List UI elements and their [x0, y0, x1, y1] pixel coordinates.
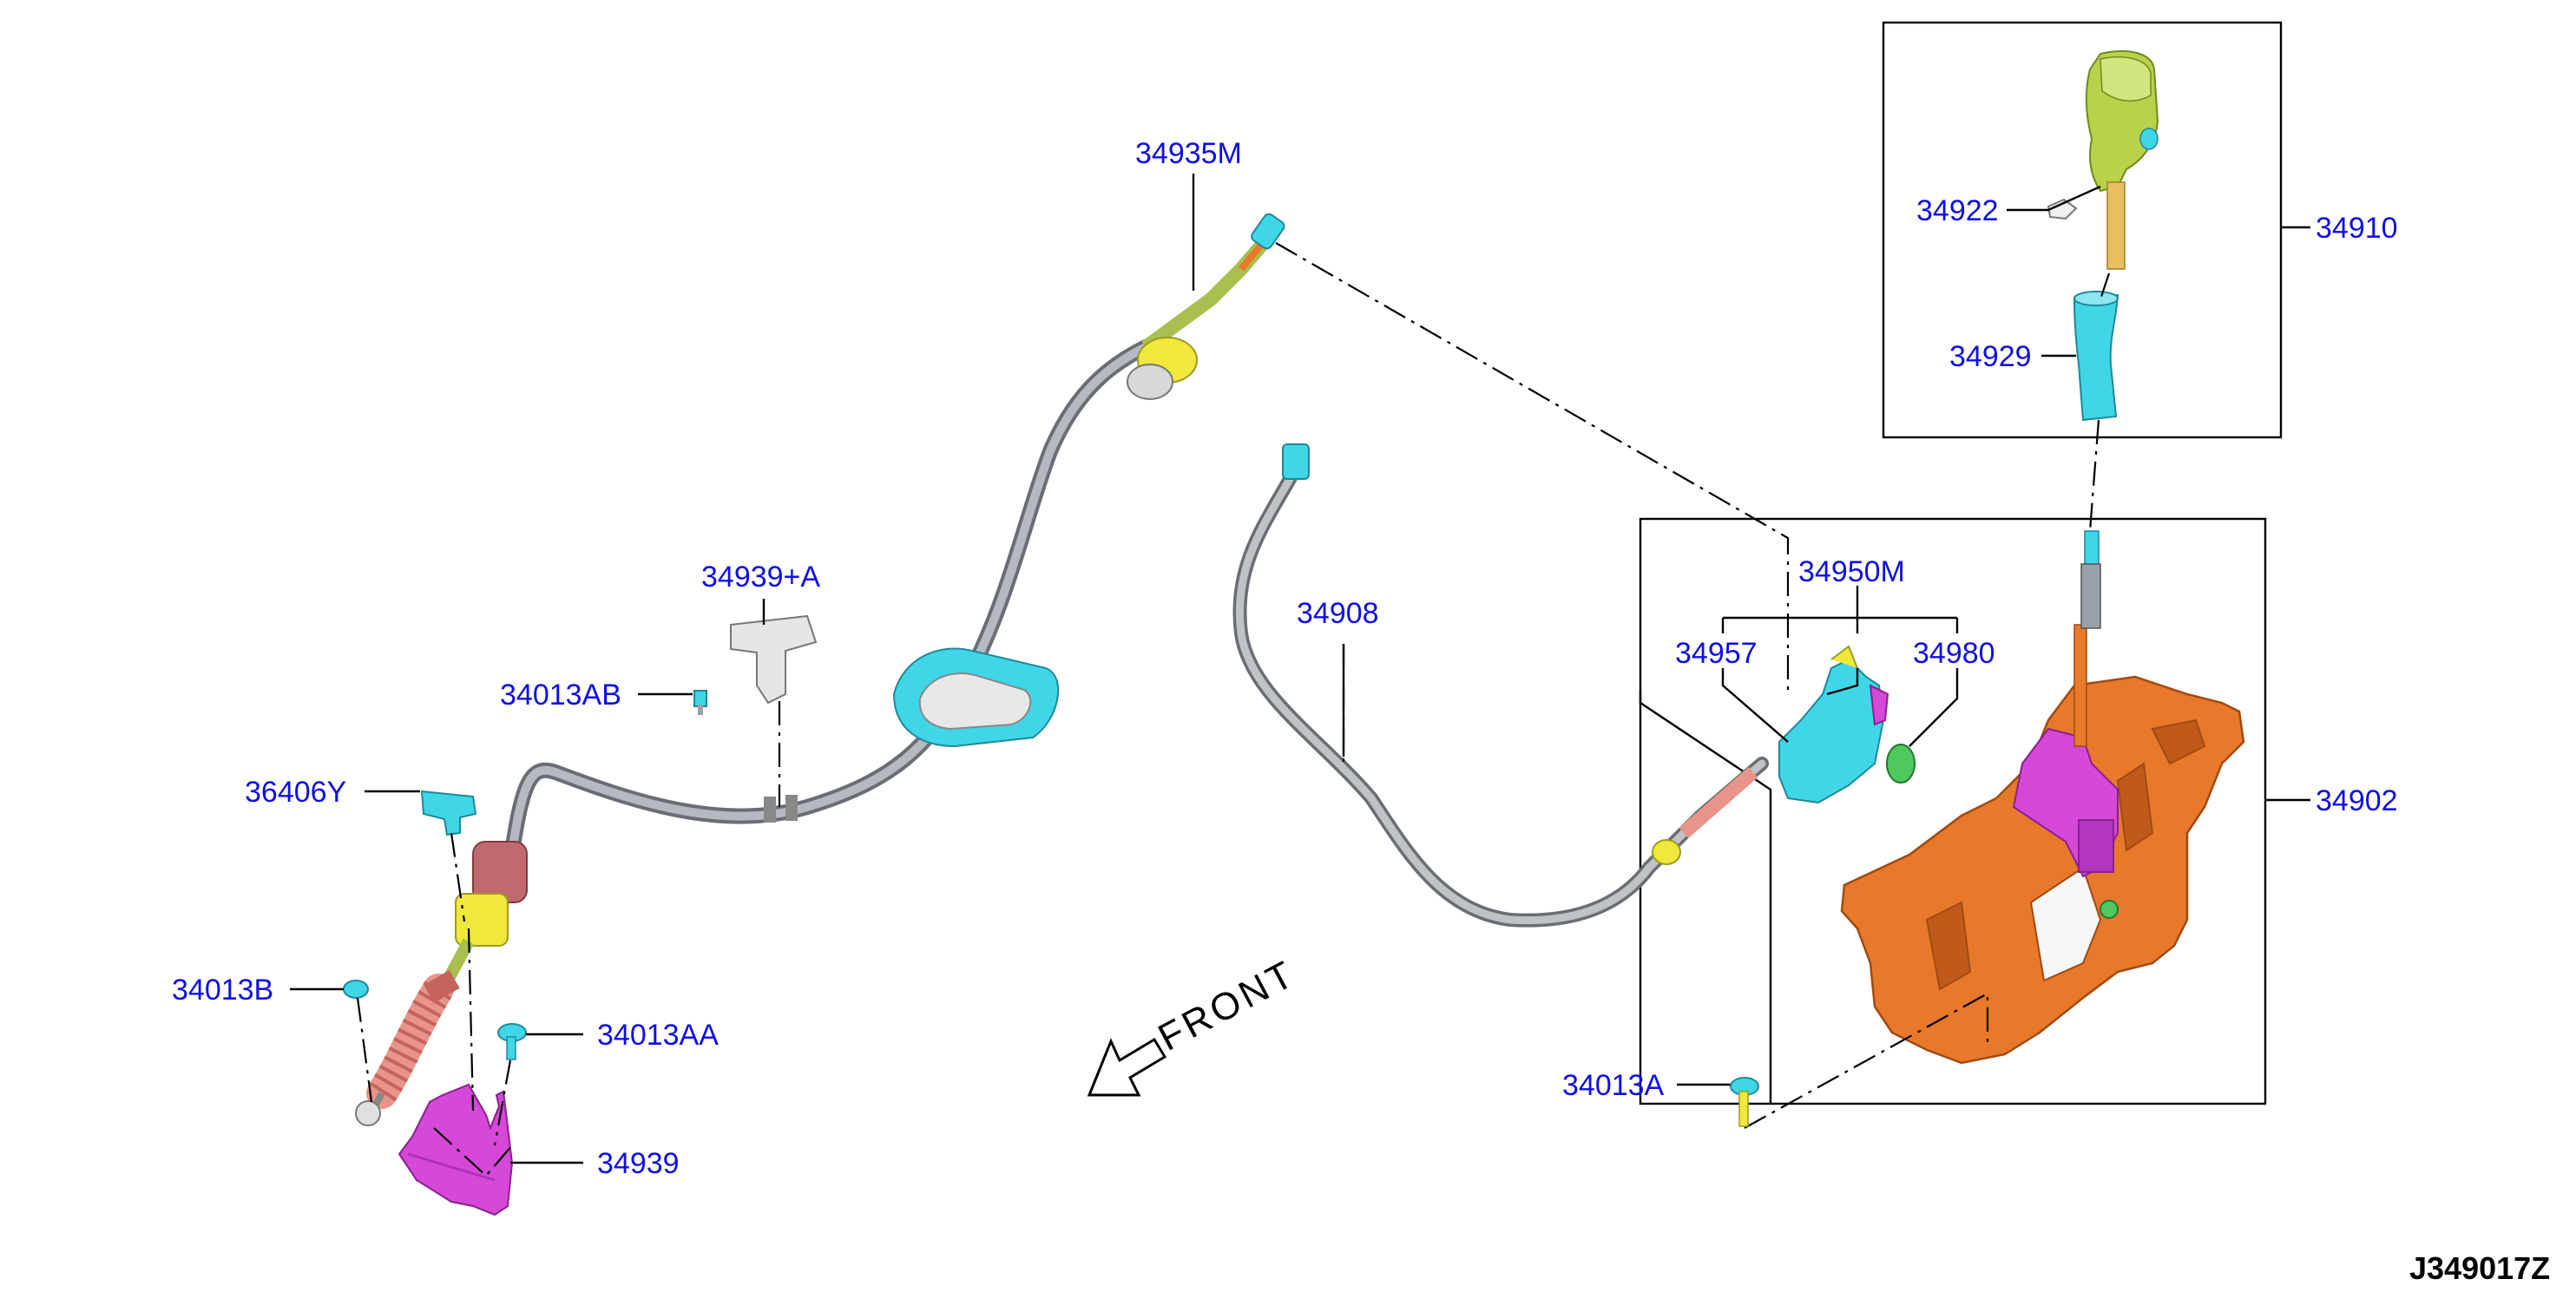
shift-cable [355, 213, 1285, 1126]
label-34980: 34980 [1913, 637, 1995, 670]
clip-34922 [2047, 198, 2078, 220]
label-34013AA: 34013AA [597, 1019, 719, 1052]
bracket-34939 [398, 1083, 514, 1217]
dash-cable-to-unit [1275, 242, 1790, 694]
leader-34957 [1721, 668, 1789, 743]
label-34013AB: 34013AB [500, 679, 621, 712]
dash-34013A-to-device [1744, 992, 1989, 1129]
front-arrow: FRONT [1087, 952, 1303, 1097]
label-36406Y: 36406Y [245, 776, 346, 809]
dash-bolt-AA-down [493, 1059, 512, 1146]
label-34908: 34908 [1297, 597, 1379, 630]
dash-clip-down [450, 832, 475, 1112]
select-cable [1232, 443, 1769, 928]
label-34950M: 34950M [1798, 555, 1905, 588]
dash-knob-to-lever [2088, 272, 2111, 532]
dash-nut-down [356, 997, 373, 1103]
control-device-34902 [1840, 530, 2245, 1065]
label-34922: 34922 [1916, 194, 1999, 227]
label-34929: 34929 [1949, 340, 2032, 373]
front-label: FRONT [1152, 952, 1303, 1059]
leader-34950M-center [1826, 668, 1859, 696]
shift-knob-34910 [2085, 50, 2159, 270]
nut-34013B [343, 980, 369, 999]
label-34910: 34910 [2316, 212, 2398, 245]
cable-bracket [892, 647, 1060, 748]
selector-unit-34950M [1778, 645, 1916, 804]
label-34935M: 34935M [1135, 137, 1242, 170]
clip-36406Y [420, 790, 477, 836]
figure-code: J349017Z [2409, 1250, 2550, 1286]
boot-34929 [2073, 291, 2119, 422]
label-34939A: 34939+A [701, 561, 820, 594]
bolt-34013A [1730, 1077, 1759, 1127]
label-34957: 34957 [1675, 637, 1758, 670]
leader-34980 [1909, 668, 1959, 747]
bracket-34939A [730, 614, 818, 705]
label-34013A: 34013A [1562, 1069, 1665, 1102]
leader-34922 [2007, 185, 2101, 212]
control-device-box [1639, 517, 2267, 1105]
dash-bracket-inner [433, 1127, 513, 1177]
leader-34950M [1721, 586, 1959, 633]
label-34013B: 34013B [172, 974, 273, 1007]
bolt-34013AB [693, 690, 707, 715]
control-device-box-notch [1639, 691, 1772, 1104]
bolt-34013AA [497, 1023, 527, 1060]
label-34902: 34902 [2316, 784, 2398, 817]
label-34939: 34939 [597, 1147, 680, 1180]
knob-group-box [1882, 21, 2283, 439]
